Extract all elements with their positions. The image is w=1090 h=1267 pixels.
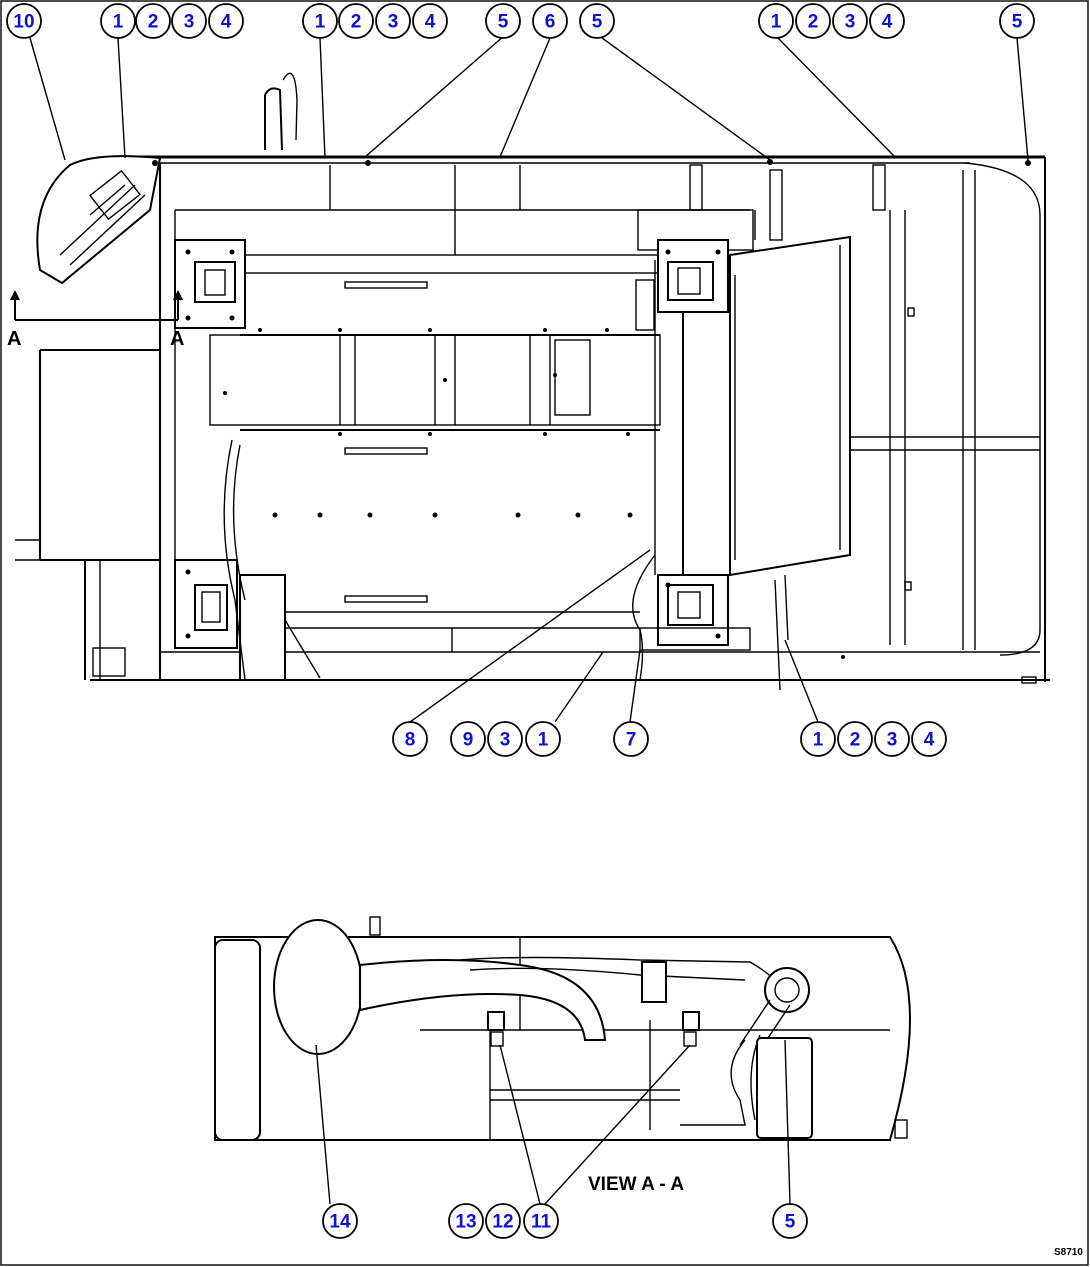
svg-text:3: 3 (500, 730, 511, 751)
svg-text:5: 5 (592, 12, 603, 33)
svg-text:7: 7 (626, 730, 637, 751)
callout-10: 10 (6, 3, 42, 39)
svg-text:10: 10 (13, 12, 34, 33)
callout-group-bottom-13-12-11: 13 12 11 (448, 1203, 559, 1239)
svg-text:3: 3 (887, 730, 898, 751)
section-mark-left: A (7, 328, 21, 350)
leader-lines (29, 34, 1029, 1205)
svg-text:4: 4 (221, 12, 232, 33)
svg-text:2: 2 (148, 12, 159, 33)
svg-text:8: 8 (405, 730, 416, 751)
svg-text:4: 4 (425, 12, 436, 33)
mount-block-tl (174, 239, 246, 329)
svg-text:4: 4 (882, 12, 893, 33)
callout-5-b: 5 (579, 3, 615, 39)
svg-text:11: 11 (531, 1212, 552, 1233)
callout-group-top-1: 1 2 3 4 (100, 3, 244, 39)
svg-text:2: 2 (808, 12, 819, 33)
svg-text:9: 9 (463, 730, 474, 751)
callout-group-top-2: 1 2 3 4 (302, 3, 448, 39)
svg-text:13: 13 (455, 1212, 476, 1233)
svg-text:5: 5 (1012, 12, 1023, 33)
callout-6: 6 (532, 3, 568, 39)
callout-14: 14 (322, 1203, 358, 1239)
svg-text:4: 4 (924, 730, 935, 751)
callout-group-mid-1234: 1 2 3 4 (800, 721, 947, 757)
top-view-assembly (15, 72, 1050, 691)
callout-group-top-3: 1 2 3 4 (758, 3, 905, 39)
svg-text:2: 2 (351, 12, 362, 33)
callout-8: 8 (392, 721, 428, 757)
svg-text:1: 1 (771, 12, 782, 33)
view-label: VIEW A - A (588, 1174, 684, 1195)
svg-text:1: 1 (315, 12, 326, 33)
svg-text:3: 3 (388, 12, 399, 33)
mount-block-bl (174, 559, 238, 649)
callout-group-mid-931: 9 3 1 (450, 721, 561, 757)
svg-text:2: 2 (850, 730, 861, 751)
svg-text:1: 1 (538, 730, 549, 751)
svg-text:1: 1 (813, 730, 824, 751)
section-mark-right: A (170, 328, 184, 350)
callout-5-bottom: 5 (772, 1203, 808, 1239)
callout-7: 7 (613, 721, 649, 757)
callout-5-c: 5 (999, 3, 1035, 39)
svg-text:14: 14 (329, 1212, 351, 1233)
svg-text:6: 6 (545, 12, 556, 33)
svg-text:5: 5 (785, 1212, 796, 1233)
callout-5-a: 5 (485, 3, 521, 39)
svg-text:3: 3 (184, 12, 195, 33)
svg-text:5: 5 (498, 12, 509, 33)
svg-text:3: 3 (845, 12, 856, 33)
svg-text:1: 1 (113, 12, 124, 33)
section-arrow-left: A A (7, 290, 184, 350)
view-a-a-detail: VIEW A - A (214, 916, 911, 1195)
drawing-code: S8710 (1054, 1247, 1083, 1258)
svg-text:12: 12 (492, 1212, 513, 1233)
